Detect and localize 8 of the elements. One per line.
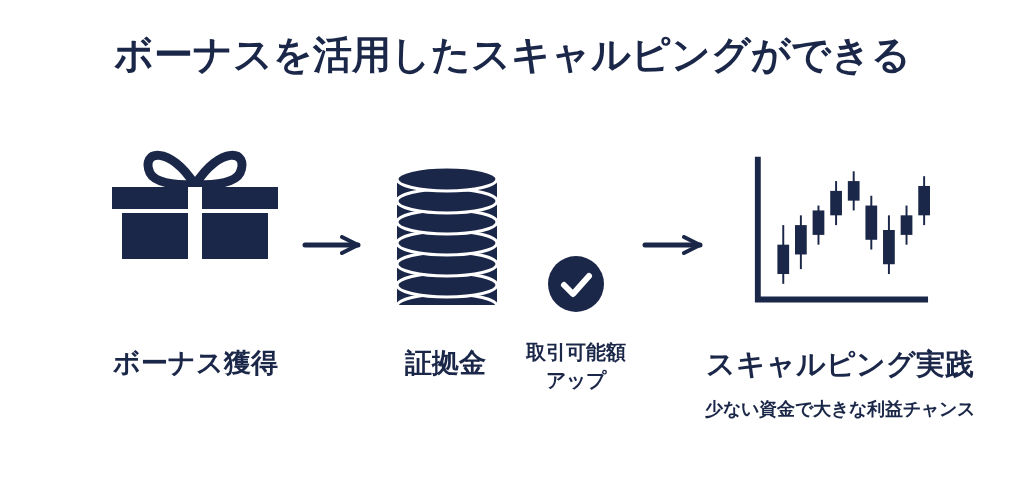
node-subtitle: 取引可能額アップ [525, 339, 627, 394]
node-label: ボーナス獲得 [111, 346, 279, 380]
arrow [642, 235, 703, 255]
node-label: スキャルピング実践 [705, 346, 975, 383]
arrow [302, 235, 361, 255]
title: ボーナスを活用したスキャルピングができる [112, 31, 912, 79]
node-subtitle: 少ない資金で大きな利益チャンス [704, 397, 976, 421]
node-label: 証拠金 [403, 346, 487, 380]
